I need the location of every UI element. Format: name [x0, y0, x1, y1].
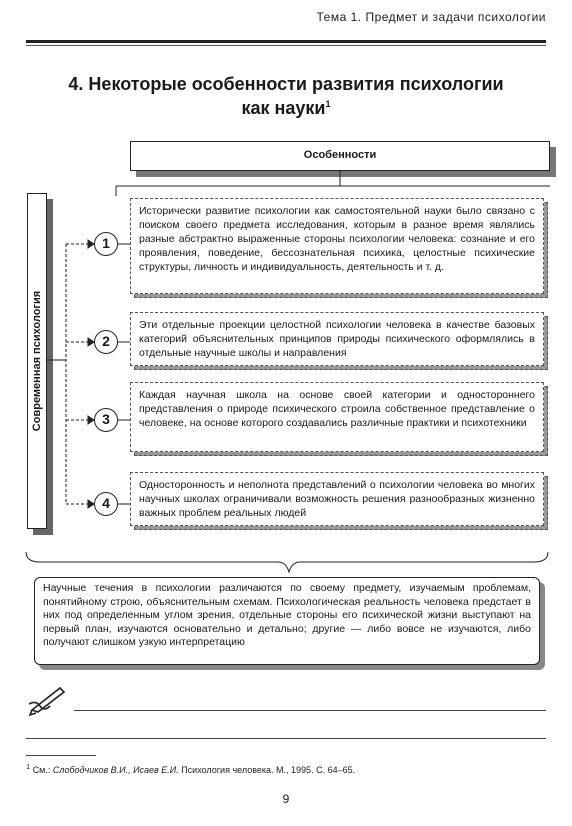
summary-brace: [25, 551, 549, 574]
footnote-imprint: М., 1995. С. 64–65.: [276, 765, 356, 775]
footnote-rule: [26, 755, 96, 756]
header-rule-thin: [26, 45, 546, 46]
footnote-authors: Слободчиков В.И., Исаев Е.И.: [52, 765, 179, 775]
item-number-3: 3: [94, 408, 118, 432]
footnote-prefix: См.:: [32, 765, 51, 775]
note-line-1: [74, 710, 546, 711]
title-line-2: как науки1: [40, 96, 532, 120]
features-box: Особенности: [130, 141, 550, 171]
running-header: Тема 1. Предмет и задачи психологии: [316, 10, 546, 24]
item-number-4: 4: [94, 492, 118, 516]
header-rule: [26, 40, 546, 43]
item-number-2: 2: [94, 330, 118, 354]
item-1: Исторически развитие психологии как само…: [130, 198, 544, 294]
title-footnote-mark: 1: [325, 99, 331, 109]
item-2: Эти отдельные проекции целостной психоло…: [130, 312, 544, 366]
page-number: 9: [282, 792, 290, 806]
page-title: 4. Некоторые особенности развития психол…: [40, 72, 532, 120]
title-line-2-text: как науки: [241, 98, 326, 118]
note-line-2: [26, 738, 546, 739]
summary-box: Научные течения в психологии различаются…: [34, 577, 540, 665]
item-3: Каждая научная школа на основе своей кат…: [130, 382, 544, 452]
footnote-mark: 1: [26, 762, 31, 771]
side-bar: Современная психология: [27, 193, 47, 529]
pen-icon: [28, 686, 66, 716]
item-4: Односторонность и неполнота представлени…: [130, 472, 544, 526]
title-line-1: 4. Некоторые особенности развития психол…: [68, 74, 504, 94]
footnote: 1 См.: Слободчиков В.И., Исаев Е.И. Псих…: [26, 762, 355, 775]
footnote-work: Психология человека.: [181, 765, 274, 775]
item-number-1: 1: [94, 232, 118, 256]
